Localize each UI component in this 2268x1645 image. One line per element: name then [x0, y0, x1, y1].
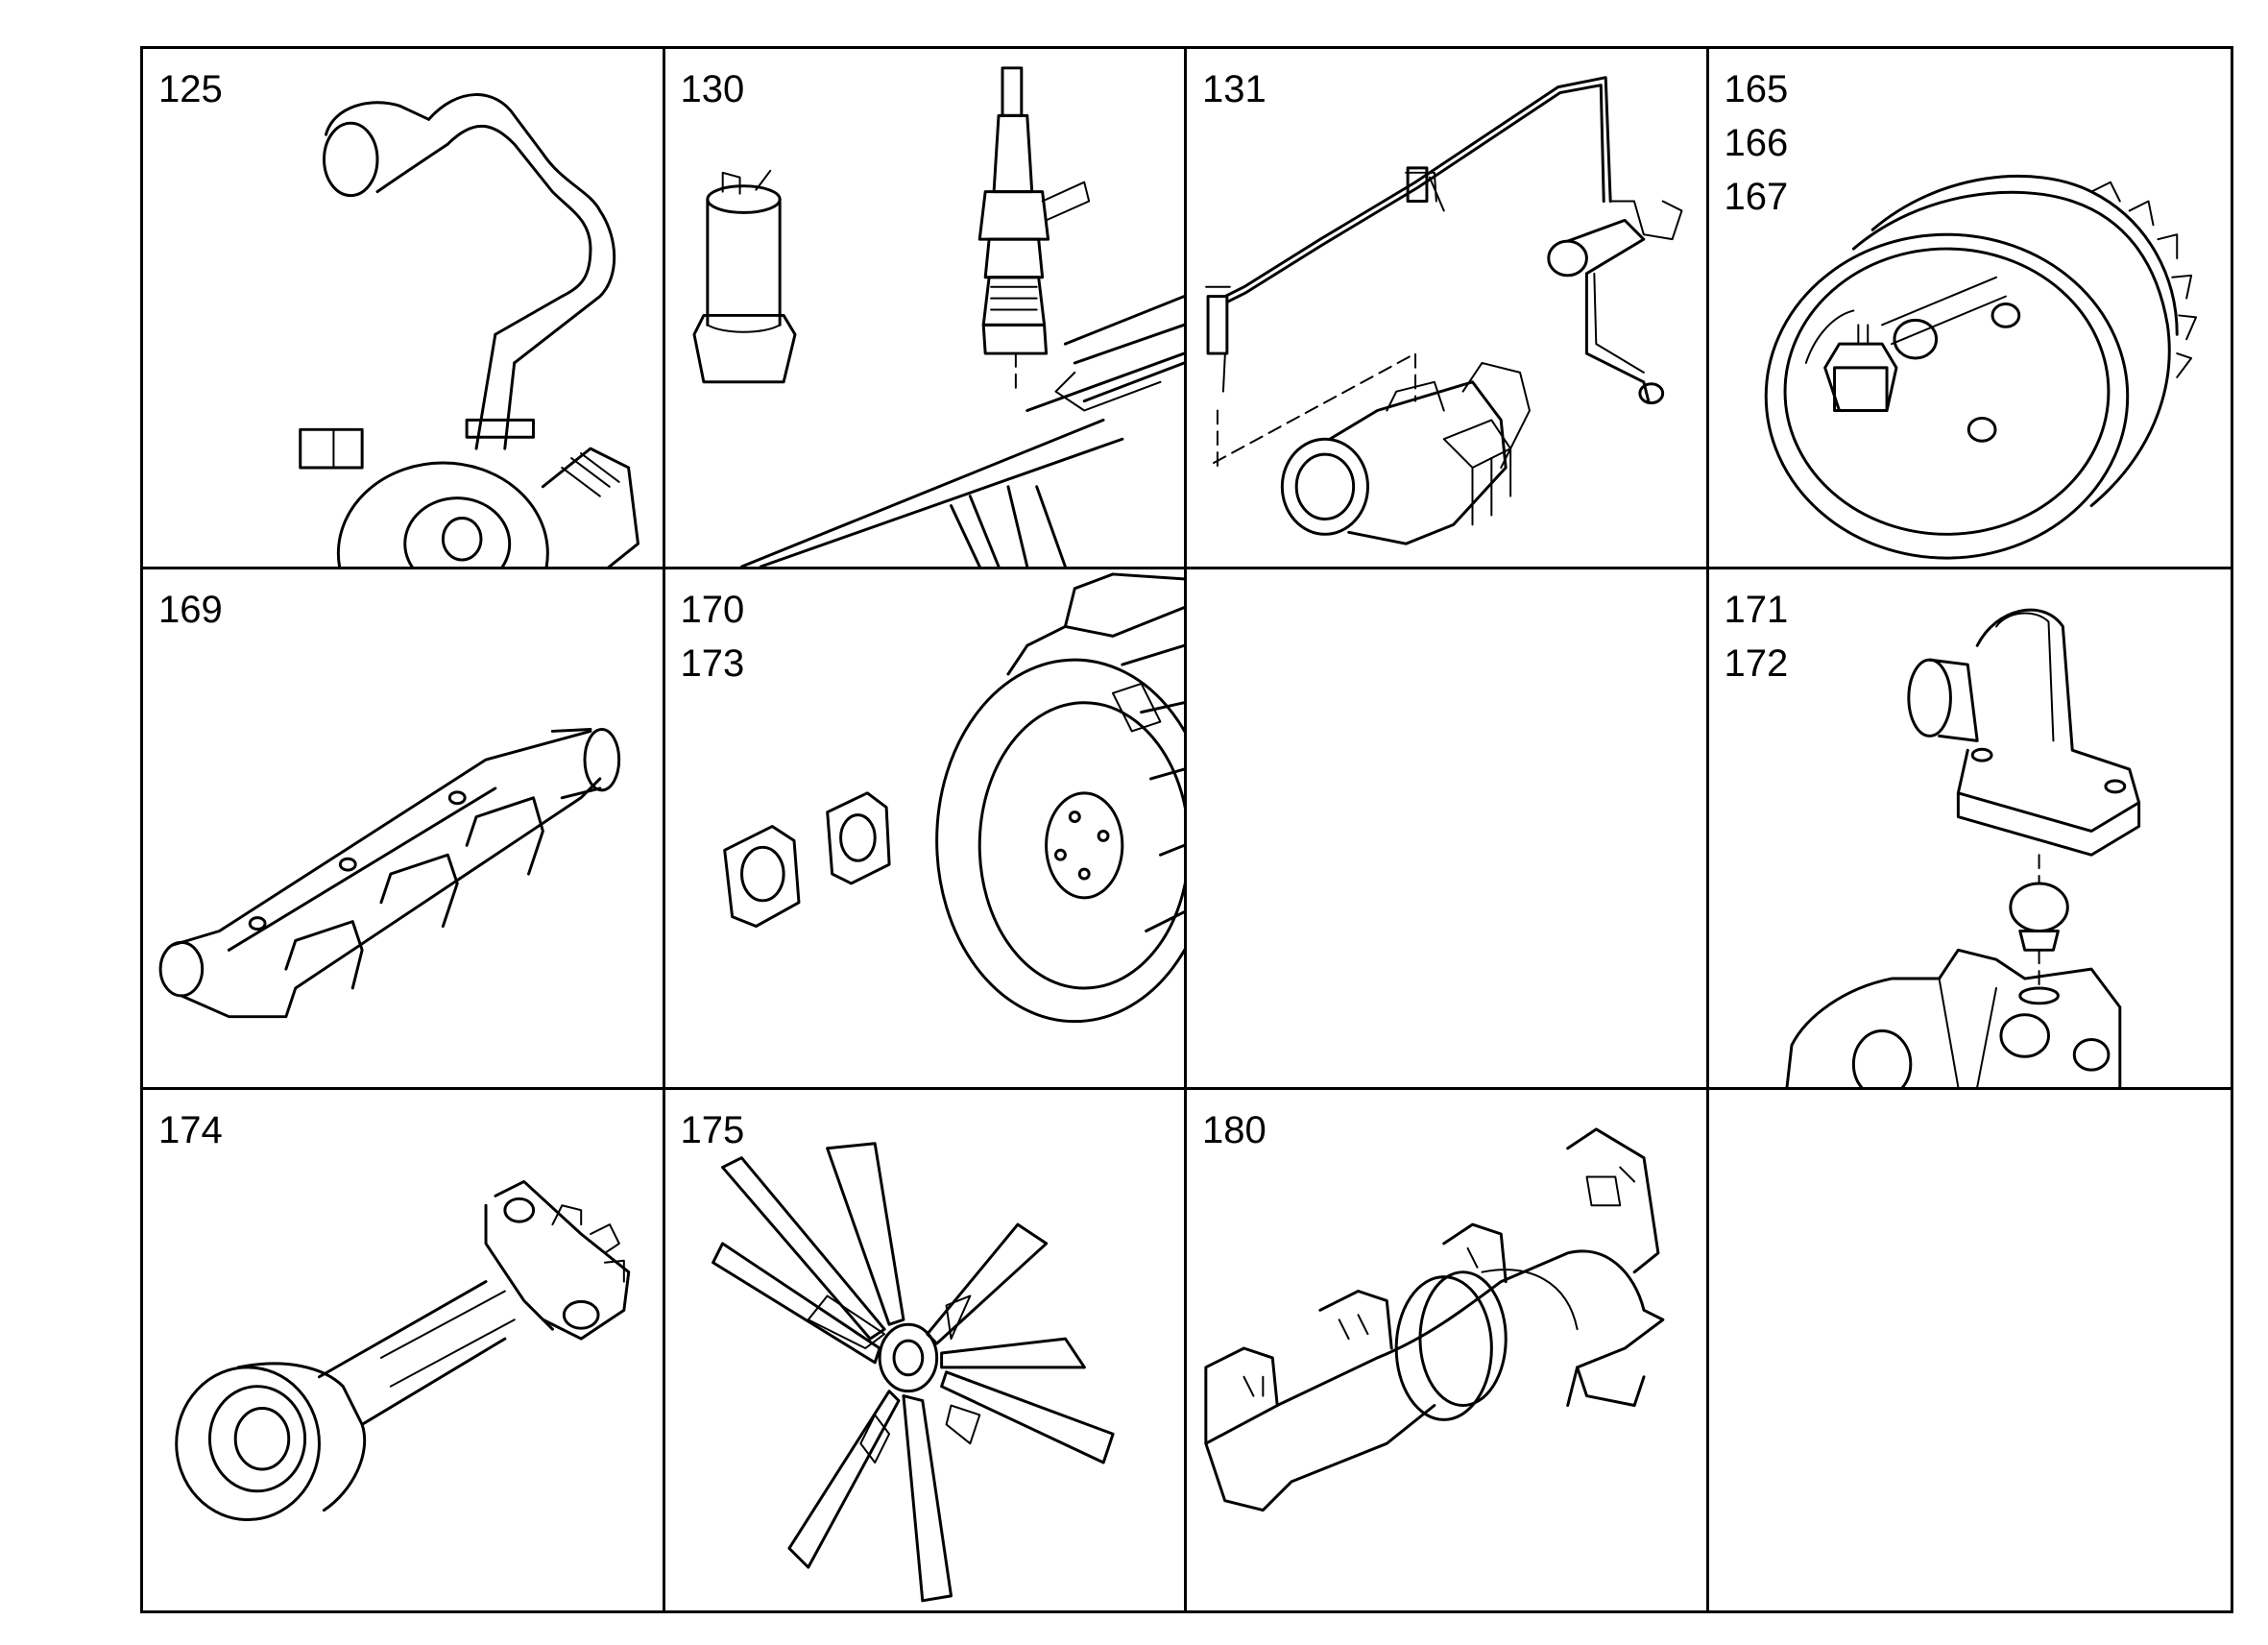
- part-number-label: 166: [1724, 122, 1789, 164]
- part-cell-170[interactable]: 170 173: [664, 569, 1187, 1090]
- part-number-label: 173: [680, 642, 745, 685]
- empty-cell: [1709, 1090, 2232, 1610]
- part-cell-175[interactable]: 175: [665, 1090, 1187, 1610]
- flywheel-housing-and-gaskets-icon: [722, 572, 1184, 1024]
- parts-grid: 125 130: [140, 46, 2233, 1613]
- exhaust-manifold-icon: [1204, 1127, 1665, 1512]
- part-number-list: 170 173: [681, 583, 745, 690]
- part-number-label: 175: [680, 1109, 745, 1151]
- part-cell-165[interactable]: 165 166 167: [1708, 49, 2231, 569]
- part-cell-125[interactable]: 125: [143, 49, 665, 569]
- part-number-list: 125: [158, 62, 223, 116]
- part-number-label: 125: [158, 68, 223, 110]
- part-number-label: 167: [1724, 176, 1789, 218]
- part-number-list: 130: [681, 62, 745, 116]
- part-number-list: 131: [1202, 62, 1267, 116]
- part-cell-171[interactable]: 171 172: [1708, 569, 2231, 1090]
- part-number-label: 170: [680, 589, 745, 631]
- viscous-fan-clutch-icon: [1764, 174, 2197, 560]
- part-number-label: 131: [1202, 68, 1267, 110]
- glow-plug-and-relay-icon: [691, 66, 1184, 567]
- part-cell-130[interactable]: 130: [664, 49, 1187, 569]
- part-cell-131[interactable]: 131: [1187, 49, 1709, 569]
- part-number-list: 180: [1202, 1103, 1267, 1157]
- part-number-label: 165: [1724, 68, 1789, 110]
- part-number-label: 171: [1724, 589, 1789, 631]
- part-cell-180[interactable]: 180: [1187, 1090, 1709, 1610]
- turbocharger-with-hoses-icon: [299, 93, 639, 567]
- part-number-label: 130: [680, 68, 745, 110]
- part-number-label: 180: [1202, 1109, 1267, 1151]
- part-cell-174[interactable]: 174: [143, 1090, 665, 1610]
- intake-manifold-icon: [158, 727, 621, 1019]
- part-number-list: 174: [158, 1103, 223, 1157]
- part-cell-169[interactable]: 169: [143, 569, 665, 1090]
- part-number-list: 165 166 167: [1725, 62, 1789, 224]
- fan-blade-icon: [711, 1142, 1115, 1603]
- part-number-label: 172: [1724, 642, 1789, 685]
- pipe-and-sensor-icon: [1205, 76, 1683, 545]
- part-number-label: 169: [158, 589, 223, 631]
- part-number-list: 171 172: [1725, 583, 1789, 690]
- part-number-label: 174: [158, 1109, 223, 1151]
- thermostat-housing-icon: [1785, 608, 2140, 1087]
- part-number-list: 175: [681, 1103, 745, 1157]
- drive-shaft-icon: [175, 1179, 631, 1522]
- empty-cell: [1187, 569, 1709, 1090]
- part-number-list: 169: [158, 583, 223, 637]
